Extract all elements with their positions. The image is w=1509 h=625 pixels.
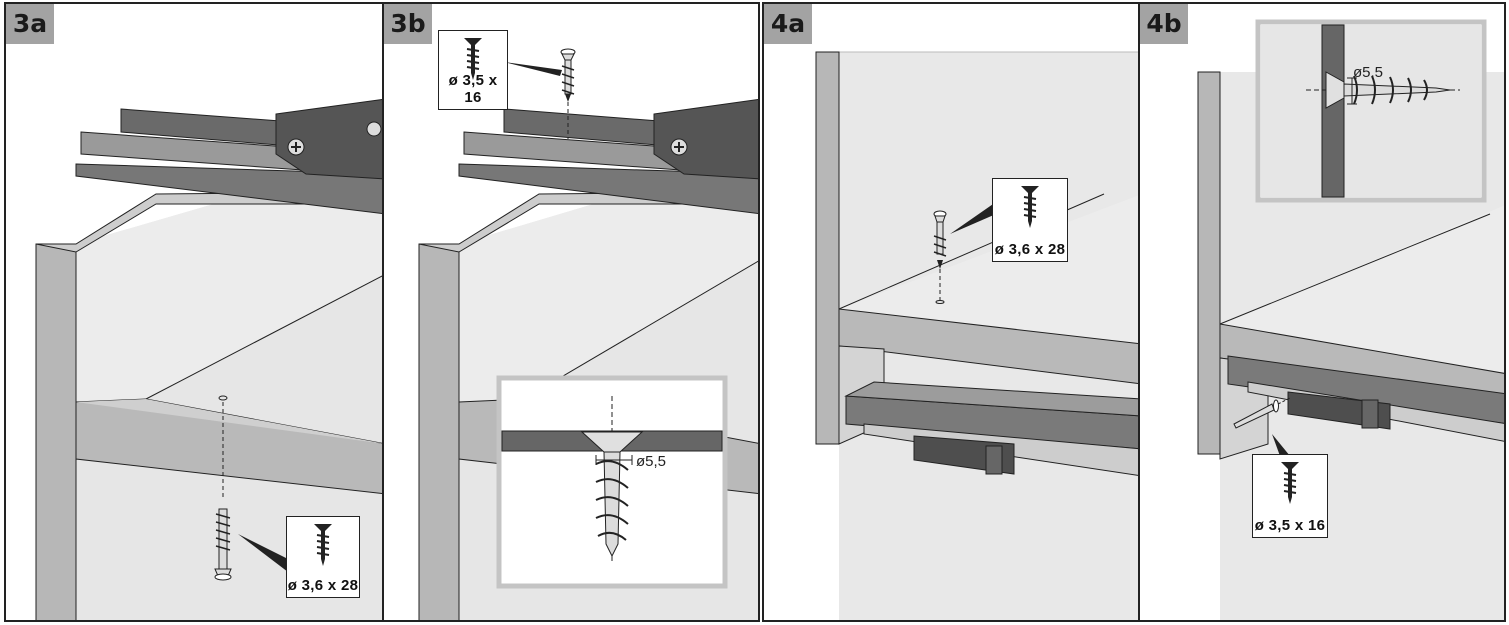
diameter-dimension-label: ø5,5 <box>636 453 667 470</box>
step-label: 4a <box>764 4 812 44</box>
countersunk-screw-icon <box>464 38 482 80</box>
screw-spec-box: ø 3,5 x 16 <box>438 30 508 110</box>
screw-spec-box: ø 3,5 x 16 <box>1252 454 1328 538</box>
screw-spec-label: ø 3,5 x 16 <box>448 72 498 106</box>
step-label: 3a <box>6 4 54 44</box>
screw-spec-label: ø 3,6 x 28 <box>287 577 359 594</box>
countersunk-screw-icon <box>314 524 332 566</box>
screw-illustration <box>214 508 232 581</box>
panel-3b-illustration <box>418 48 758 620</box>
panel-4a-illustration <box>815 51 1138 620</box>
diameter-dimension-label: ø5,5 <box>1353 64 1384 81</box>
screw-spec-box: ø 3,6 x 28 <box>286 516 360 598</box>
screw-spec-label: ø 3,6 x 28 <box>994 241 1066 258</box>
countersunk-screw-icon <box>1281 462 1299 504</box>
panel-3b: 3b ø5,5 ø 3,5 x 16 <box>382 2 760 622</box>
screw-illustration <box>560 48 576 102</box>
screw-illustration <box>1233 399 1279 429</box>
screw-illustration <box>933 210 947 269</box>
panel-4a: 4a ø 3,6 x 28 <box>762 2 1140 622</box>
panel-4b: 4b ø5,5 ø 3,5 x 16 <box>1138 2 1506 622</box>
screw-spec-label: ø 3,5 x 16 <box>1254 517 1326 534</box>
step-label: 4b <box>1140 4 1188 44</box>
screw-spec-box: ø 3,6 x 28 <box>992 178 1068 262</box>
panel-3a: 3a ø 3,6 x 28 <box>4 2 384 622</box>
panel-3a-illustration <box>35 99 382 620</box>
step-label: 3b <box>384 4 432 44</box>
countersunk-screw-icon <box>1021 186 1039 228</box>
